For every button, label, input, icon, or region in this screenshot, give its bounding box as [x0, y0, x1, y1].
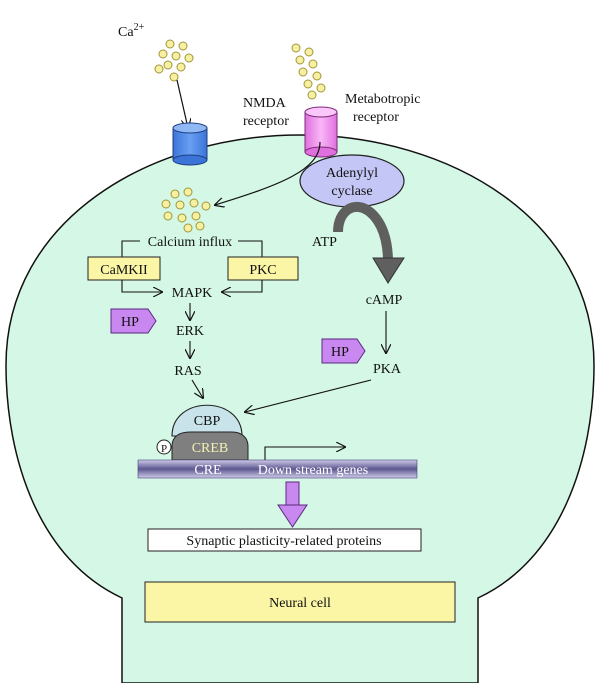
metabotropic-label-line2: receptor — [353, 110, 399, 125]
cbp-label: CBP — [194, 414, 221, 429]
arrow-metabotropic-to-calcium — [215, 141, 321, 205]
arrow-pkc-to-mapk — [222, 280, 263, 292]
arrow-calcium-to-nmda — [176, 79, 188, 128]
thick-arrow-head — [372, 257, 405, 284]
calcium-influx-bracket-right — [238, 240, 263, 257]
calcium-influx-label: Calcium influx — [148, 235, 232, 250]
synaptic-proteins-label: Synaptic plasticity-related proteins — [186, 534, 381, 549]
pkc-box — [227, 256, 299, 281]
transcription-arrow — [264, 447, 345, 460]
nmda-label-line1: NMDA — [243, 96, 287, 111]
output-arrow — [277, 481, 308, 528]
thick-arrow-atp-to-camp — [333, 201, 393, 263]
atp-label: ATP — [312, 235, 337, 250]
arrow-camkii-to-mapk — [121, 280, 162, 292]
erk-label: ERK — [176, 324, 204, 339]
hp-tag-left — [110, 308, 157, 334]
ras-label: RAS — [174, 364, 201, 379]
calcium-cluster-intracellular — [161, 187, 211, 233]
neural-cell-box — [144, 581, 456, 623]
arrow-pka-to-cbp — [245, 379, 372, 412]
metabotropic-label-line1: Metabotropic — [345, 92, 420, 107]
phosphate-marker — [156, 439, 172, 455]
adenylyl-cyclase — [299, 154, 405, 208]
nmda-label-line2: receptor — [243, 114, 289, 129]
creb-label: CREB — [192, 441, 229, 456]
hp-tag-right — [321, 338, 366, 364]
downstream-genes-label: Down stream genes — [258, 463, 368, 478]
adenylyl-label-line1: Adenylyl — [326, 166, 378, 181]
ca-label: Ca2+ — [118, 22, 145, 40]
arrow-ras-to-cbp — [191, 379, 203, 398]
pka-label: PKA — [373, 362, 402, 377]
calcium-influx-bracket-left — [121, 240, 140, 257]
metabotropic-receptor — [304, 106, 338, 158]
adenylyl-label-line2: cyclase — [331, 184, 372, 199]
cbp-complex — [171, 404, 243, 437]
hp-left-label: HP — [121, 315, 139, 330]
dna-strand — [137, 459, 418, 479]
hp-right-label: HP — [331, 345, 349, 360]
neural-cell-label: Neural cell — [269, 596, 331, 611]
cre-label: CRE — [194, 463, 221, 478]
mapk-label: MAPK — [172, 286, 212, 301]
calcium-cluster-extracellular-right — [291, 43, 326, 100]
camkii-label: CaMKII — [100, 263, 148, 278]
camkii-box — [87, 256, 161, 281]
calcium-cluster-extracellular-left — [154, 39, 194, 82]
phosphate-label: P — [161, 443, 167, 455]
creb-protein — [171, 431, 249, 461]
camp-label: cAMP — [366, 293, 403, 308]
synaptic-proteins-box — [147, 528, 422, 552]
pkc-label: PKC — [249, 263, 276, 278]
nmda-receptor — [172, 122, 208, 166]
